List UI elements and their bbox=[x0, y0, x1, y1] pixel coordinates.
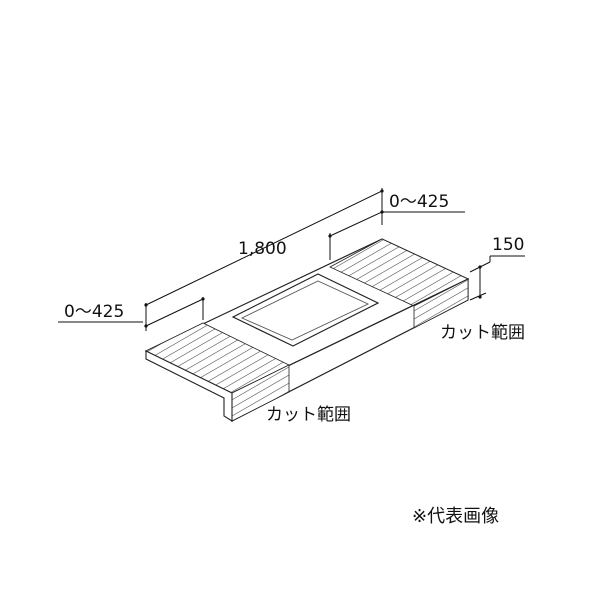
total-width-label: 1,800 bbox=[238, 239, 287, 259]
sink-basin-inner bbox=[240, 280, 370, 341]
dimension-height bbox=[469, 255, 525, 301]
counter-left-edge bbox=[145, 350, 233, 422]
left-cut-range-label: 0～425 bbox=[64, 302, 124, 322]
front-cut-zone-right bbox=[413, 278, 469, 329]
cut-range-label-front: カット範囲 bbox=[266, 405, 351, 425]
dimension-left-cut bbox=[58, 297, 205, 328]
representative-image-note: ※代表画像 bbox=[412, 506, 499, 527]
cut-range-label-right: カット範囲 bbox=[440, 323, 525, 343]
dimension-right-cut bbox=[328, 210, 465, 260]
height-label: 150 bbox=[492, 235, 524, 255]
right-cut-range-label: 0～425 bbox=[389, 192, 449, 212]
